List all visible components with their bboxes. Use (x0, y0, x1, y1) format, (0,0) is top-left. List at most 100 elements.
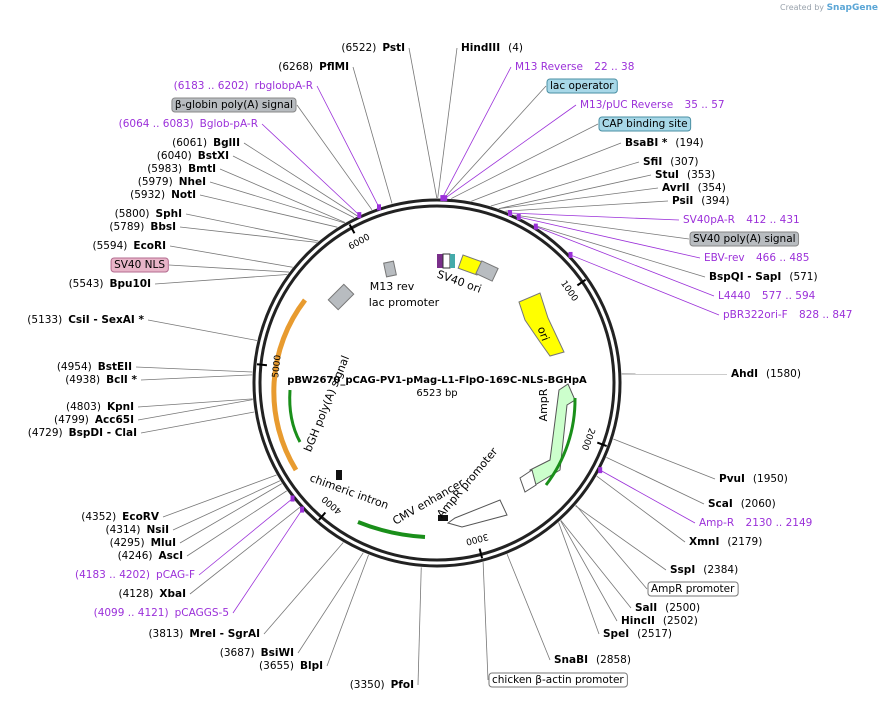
site-text: SnaBI(2858) (554, 654, 631, 666)
primer-marker (290, 495, 295, 502)
primer-marker (440, 195, 445, 202)
backbone-inner-ring (258, 204, 616, 562)
leader-line (147, 319, 258, 341)
feature-box (171, 97, 297, 113)
site-position: (1950) (753, 473, 788, 485)
site-name: BsaBI * (625, 137, 668, 149)
site-label-10: (6061)BglII (172, 137, 240, 149)
site-position: (5983) (147, 163, 182, 175)
site-text: (4183 .. 4202)pCAG-F (75, 569, 195, 581)
primer-marker (516, 214, 521, 221)
leader-line (509, 212, 680, 221)
site-name: BspDI - ClaI (69, 427, 137, 439)
leader-line (498, 187, 659, 210)
site-position: (4295) (110, 537, 145, 549)
leader-line (232, 509, 303, 614)
site-label-1: (6522)PstI (341, 42, 405, 54)
site-text: β-globin poly(A) signal (175, 99, 293, 111)
site-name: BstEII (98, 361, 132, 373)
tick-label: 2000 (579, 426, 596, 451)
leader-line (408, 47, 438, 199)
site-label-37: (4729)BspDI - ClaI (28, 427, 137, 439)
site-text: L4440 577 .. 594 (718, 290, 816, 302)
site-text: (4099 .. 4121)pCAGGS-5 (94, 607, 229, 619)
site-text: (3350)PfoI (350, 679, 414, 691)
site-label-14: (5983)BmtI (147, 163, 216, 175)
site-text: (6061)BglII (172, 137, 240, 149)
leader-line (168, 264, 289, 273)
site-name: StuI (655, 169, 679, 181)
site-position: (5932) (130, 189, 165, 201)
plasmid-size: 6523 bp (416, 388, 457, 399)
leader-line (263, 542, 344, 635)
feature-name: AmpR promoter (651, 583, 735, 595)
site-text: (4128)XbaI (118, 588, 186, 600)
site-position: (2060) (741, 498, 776, 510)
site-label-46: (4183 .. 4202)pCAG-F (75, 569, 195, 581)
leader-line (198, 498, 293, 576)
site-text: SspI(2384) (670, 564, 738, 576)
site-label-38: PvuI(1950) (719, 473, 788, 485)
feature-label-1: lac promoter (369, 296, 440, 309)
site-position: (394) (701, 195, 729, 207)
site-position: 412 .. 431 (743, 214, 800, 226)
leader-line (451, 123, 599, 199)
site-text: BsaBI *(194) (625, 137, 704, 149)
site-position: (4246) (118, 550, 153, 562)
primer-marker (533, 223, 538, 230)
site-position: (4938) (65, 374, 100, 386)
ring-tick (256, 363, 268, 367)
site-label-49: (4128)XbaI (118, 588, 186, 600)
site-position: (5133) (27, 314, 62, 326)
site-label-51: (4099 .. 4121)pCAGGS-5 (94, 607, 229, 619)
site-text: (5932)NotI (130, 189, 196, 201)
site-label-7: M13/pUC Reverse 35 .. 57 (580, 99, 725, 111)
site-name: pBR322ori-F (723, 309, 788, 321)
feature-arrows (271, 253, 577, 539)
feature-name: β-globin poly(A) signal (175, 99, 293, 111)
leader-line (417, 567, 422, 686)
feature-box (110, 257, 169, 273)
leader-line (297, 552, 364, 654)
site-position: (5543) (69, 278, 104, 290)
leader-line (261, 123, 360, 216)
site-name: SpeI (603, 628, 629, 640)
site-text: SV40 NLS (114, 259, 165, 271)
site-position: 828 .. 847 (796, 309, 853, 321)
site-label-15: StuI(353) (655, 169, 715, 181)
site-position: (5594) (92, 240, 127, 252)
site-name: SnaBI (554, 654, 588, 666)
site-text: M13 Reverse 22 .. 38 (515, 61, 634, 73)
leader-line (505, 200, 669, 212)
site-label-55: (3687)BsiWI (220, 647, 294, 659)
site-label-2: (6268)PflMI (278, 61, 349, 73)
primer-marker (300, 506, 305, 513)
site-label-56: SnaBI(2858) (554, 654, 631, 666)
site-name: M13/pUC Reverse (580, 99, 673, 111)
feature-box (647, 581, 739, 597)
site-name: AscI (158, 550, 183, 562)
leader-line (179, 483, 282, 544)
orf-arc-right (544, 397, 577, 486)
site-label-43: XmnI(2179) (689, 536, 762, 548)
lac-promoter-block (442, 253, 451, 269)
site-label-53: SpeI(2517) (603, 628, 672, 640)
site-name: PsiI (672, 195, 693, 207)
site-label-18: (5932)NotI (130, 189, 196, 201)
leader-line (199, 194, 338, 228)
site-label-23: SV40 poly(A) signal (689, 231, 800, 247)
site-name: HindIII (461, 42, 500, 54)
cmv-marker (438, 515, 448, 521)
site-text: (5789)BbsI (109, 221, 176, 233)
site-name: XmnI (689, 536, 719, 548)
site-label-50: SalI(2500) (635, 602, 700, 614)
site-text: (4314)NsiI (106, 524, 169, 536)
leader-line (140, 374, 253, 381)
site-text: (4352)EcoRV (81, 511, 160, 523)
tick-label: 1000 (558, 279, 579, 304)
site-name: SfiI (643, 156, 662, 168)
site-label-42: (4314)NsiI (106, 524, 169, 536)
bgh-polya-block (327, 283, 355, 311)
site-text: StuI(353) (655, 169, 715, 181)
